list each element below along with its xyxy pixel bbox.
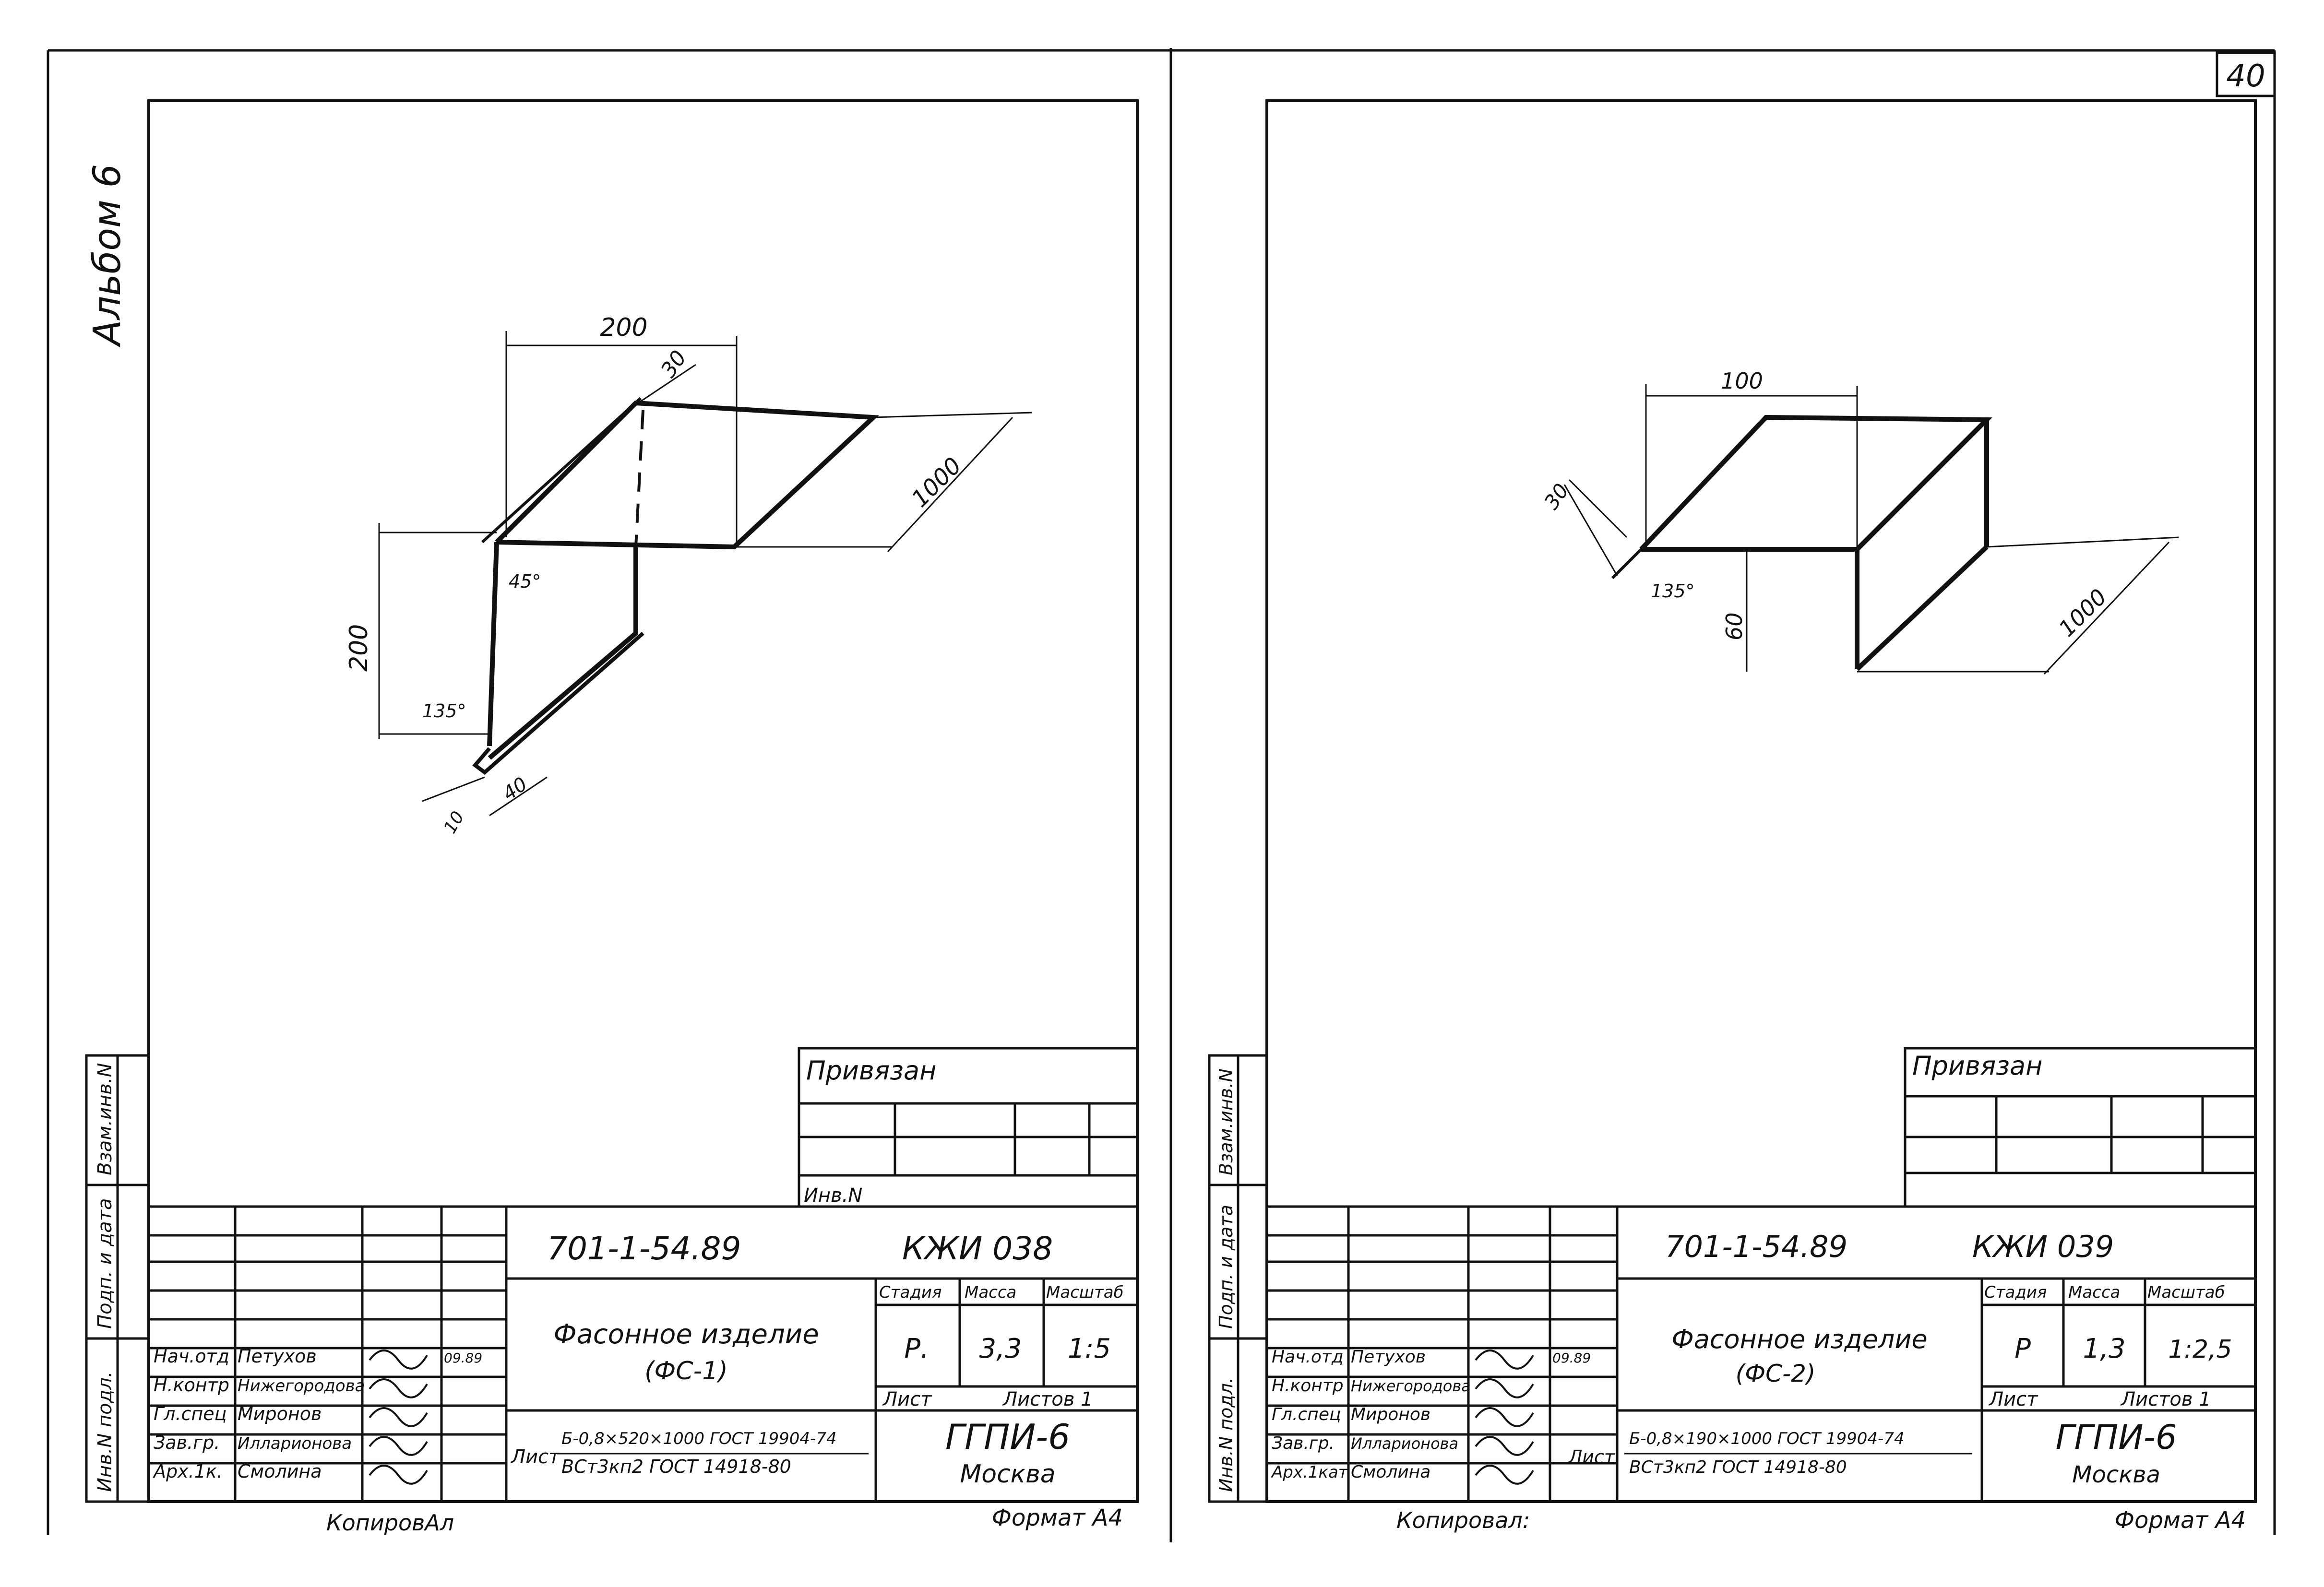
massa-value: 3,3	[979, 1333, 1022, 1364]
masshtab-value: 1:5	[1068, 1333, 1111, 1364]
material-2: ВСт3кп2 ГОСТ 14918-80	[561, 1456, 791, 1477]
city-name: Москва	[2072, 1461, 2160, 1488]
title-line-1: Фасонное изделие	[553, 1319, 819, 1350]
copied-label: КопировАл	[326, 1510, 454, 1536]
staff-name: Миронов	[238, 1403, 322, 1424]
right-title-block	[1265, 1205, 2257, 1503]
staff-name: Смолина	[238, 1461, 322, 1482]
dim-angle: 135°	[1651, 580, 1695, 602]
staff-role: Зав.гр.	[154, 1432, 220, 1453]
staff-role: Зав.гр.	[1272, 1433, 1335, 1453]
dim-angle-top: 45°	[509, 571, 541, 592]
staff-role: Арх.1к.	[152, 1461, 223, 1482]
format-label: Формат А4	[992, 1504, 1123, 1531]
stadia-value: Р	[2014, 1333, 2031, 1364]
sheet-frame	[47, 48, 2276, 1542]
massa-value: 1,3	[2083, 1333, 2125, 1364]
dim-length: 1000	[906, 452, 967, 513]
staff-role: Н.контр	[154, 1374, 229, 1396]
material-label: Лист	[1568, 1446, 1616, 1468]
stadia-value: Р.	[904, 1333, 929, 1364]
staff-name: Петухов	[1351, 1347, 1426, 1367]
staff-name: Илларионова	[1351, 1434, 1458, 1453]
listov-label: Листов 1	[1002, 1388, 1093, 1410]
staff-name: Нижегородова	[238, 1376, 365, 1396]
staff-role: Нач.отд	[1272, 1347, 1344, 1367]
side-stamp-2: Подп. и дата	[1216, 1205, 1237, 1329]
staff-role: Гл.спец	[154, 1403, 227, 1424]
page-number: 40	[2226, 59, 2265, 94]
stadia-label: Стадия	[1984, 1283, 2047, 1302]
side-stamp-3: Взам.инв.N	[94, 1063, 116, 1175]
part-fc1-drawing	[378, 331, 1032, 817]
massa-label: Масса	[965, 1283, 1016, 1302]
staff-date: 09.89	[1552, 1350, 1591, 1366]
part-fc2-drawing	[1563, 384, 2179, 675]
dim-lip-thk: 10	[440, 808, 468, 837]
masshtab-value: 1:2,5	[2168, 1335, 2232, 1364]
dim-top-width: 100	[1721, 368, 1763, 394]
list-label: Лист	[1988, 1388, 2038, 1410]
signatures	[369, 1350, 428, 1485]
title-line-1: Фасонное изделие	[1671, 1324, 1928, 1354]
copied-label: Копировал:	[1396, 1507, 1530, 1533]
org-name: ГГПИ-6	[2056, 1418, 2177, 1457]
doc-code: 701-1-54.89	[1665, 1229, 1847, 1264]
material-label: Лист	[510, 1446, 560, 1468]
dim-top-width: 200	[600, 313, 647, 342]
material-1: Б-0,8×190×1000 ГОСТ 19904-74	[1629, 1429, 1905, 1448]
city-name: Москва	[960, 1460, 1055, 1489]
staff-role: Арх.1кат	[1271, 1463, 1348, 1482]
page-number-box: 40	[2216, 51, 2276, 97]
dim-height: 200	[345, 624, 373, 672]
listov-label: Листов 1	[2120, 1388, 2211, 1410]
stadia-label: Стадия	[879, 1283, 942, 1302]
staff-name: Илларионова	[238, 1434, 352, 1453]
side-stamp-1: Инв.N подл.	[94, 1371, 116, 1492]
title-line-2: (ФС-2)	[1736, 1360, 1816, 1387]
material-2: ВСт3кп2 ГОСТ 14918-80	[1629, 1457, 1847, 1477]
dim-flange: 30	[656, 346, 691, 382]
staff-role: Нач.отд	[154, 1346, 229, 1367]
material-1: Б-0,8×520×1000 ГОСТ 19904-74	[561, 1429, 837, 1448]
staff-name: Миронов	[1351, 1405, 1430, 1424]
staff-name: Петухов	[238, 1346, 317, 1367]
org-name: ГГПИ-6	[945, 1417, 1070, 1457]
dim-lip: 40	[499, 773, 531, 805]
inv-label: Инв.N	[804, 1184, 862, 1207]
doc-mark: КЖИ 039	[1972, 1229, 2114, 1264]
sheet-right: Инв.N подл. Подп. и дата Взам.инв.N 100 …	[1208, 99, 2257, 1534]
staff-role: Гл.спец	[1272, 1405, 1341, 1424]
privyazan-label: Привязан	[806, 1055, 936, 1086]
staff-rows: Нач.отд Петухов 09.89 Н.контр Нижегородо…	[152, 1346, 482, 1482]
massa-label: Масса	[2068, 1283, 2120, 1302]
format-label: Формат А4	[2115, 1507, 2246, 1534]
side-stamp-2: Подп. и дата	[94, 1198, 116, 1329]
side-stamp-3: Взам.инв.N	[1216, 1068, 1237, 1175]
doc-code: 701-1-54.89	[547, 1230, 741, 1267]
left-title-block	[147, 1205, 1139, 1503]
masshtab-label: Масштаб	[2147, 1283, 2225, 1302]
title-line-2: (ФС-1)	[644, 1357, 728, 1386]
dim-angle-bottom: 135°	[422, 700, 466, 722]
dim-flange: 30	[1539, 479, 1573, 514]
staff-name: Нижегородова	[1351, 1377, 1471, 1395]
signatures	[1475, 1350, 1534, 1485]
staff-date: 09.89	[444, 1350, 482, 1366]
sheet-left: Инв.N подл. Подп. и дата Взам.инв.N 200	[85, 99, 1139, 1536]
side-stamp-1: Инв.N подл.	[1216, 1377, 1237, 1492]
list-label: Лист	[882, 1388, 932, 1410]
album-label: Альбом 6	[86, 164, 129, 348]
dim-height: 60	[1721, 612, 1747, 640]
staff-name: Смолина	[1351, 1462, 1430, 1482]
masshtab-label: Масштаб	[1046, 1283, 1124, 1302]
doc-mark: КЖИ 038	[902, 1230, 1053, 1267]
privyazan-block	[1904, 1047, 2257, 1208]
staff-rows: Нач.отд Петухов 09.89 Н.контр Нижегородо…	[1271, 1347, 1591, 1482]
privyazan-label: Привязан	[1912, 1051, 2042, 1081]
staff-role: Н.контр	[1272, 1376, 1344, 1396]
